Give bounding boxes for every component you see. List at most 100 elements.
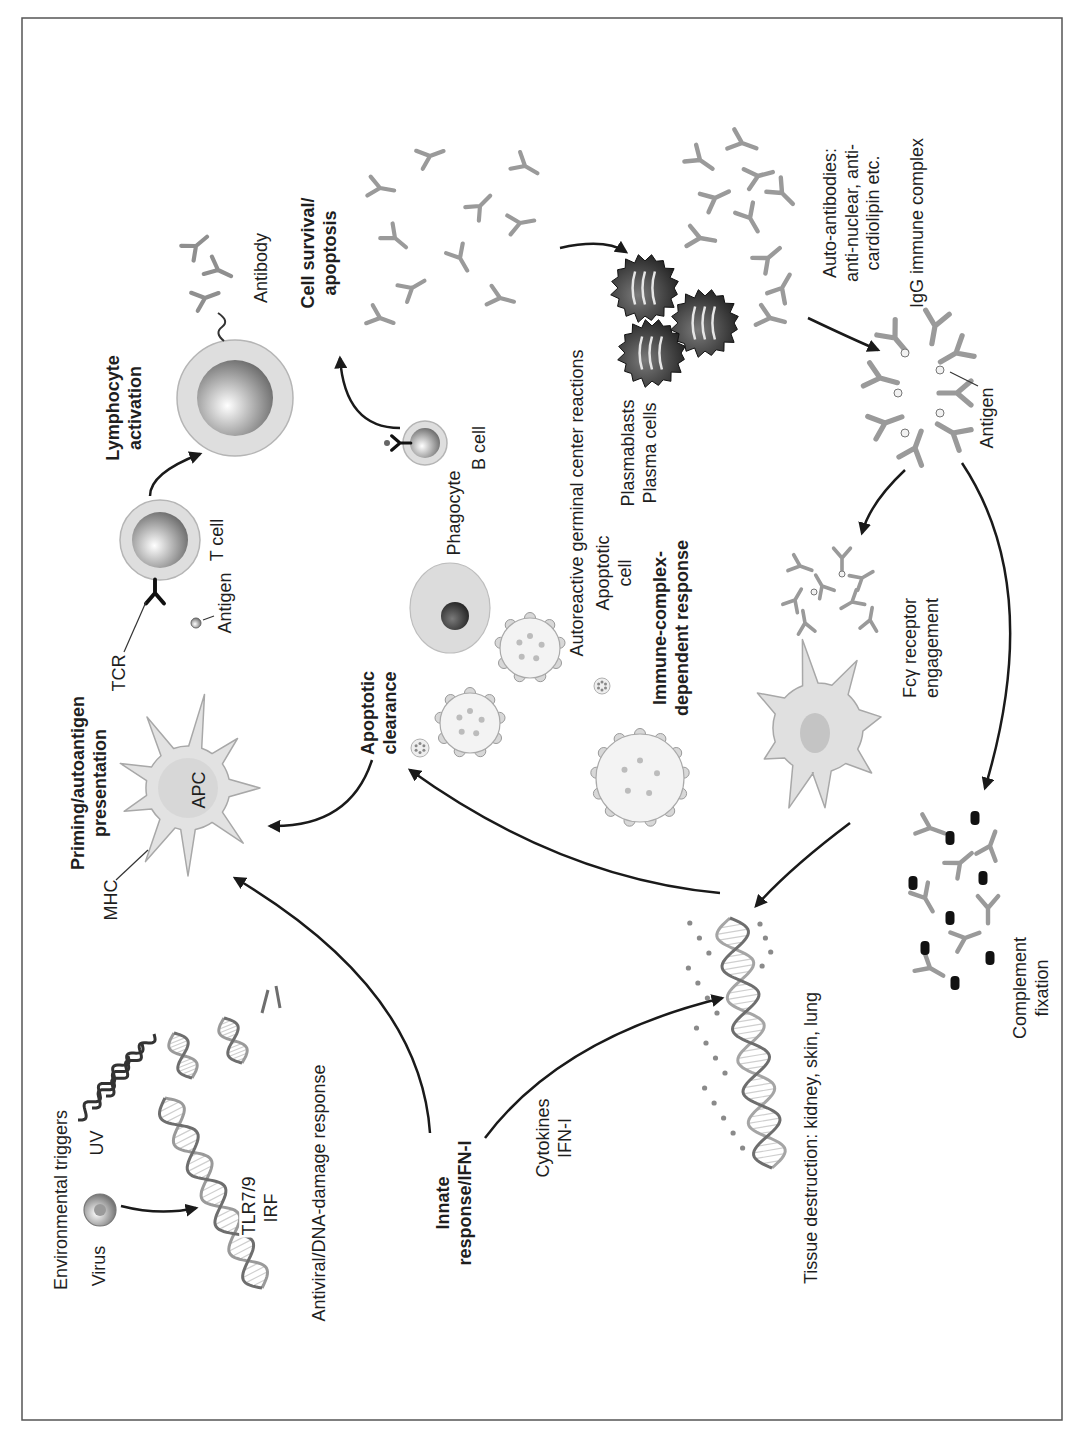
fragment-dot: [604, 687, 607, 690]
stage-heading: Immune-complex- dependent response: [650, 536, 693, 721]
dna-helix: [160, 1098, 268, 1288]
cytokine-dot: [686, 965, 691, 970]
antibody-stroke: [920, 310, 949, 346]
apoptotic-fragment: [594, 678, 610, 694]
antibody-stroke: [446, 244, 475, 276]
antibody-icon: [700, 182, 733, 212]
chromatin-fragment: [459, 729, 465, 735]
plasma-cell-er: [643, 272, 646, 305]
part-label: IgG immune complex: [907, 138, 929, 308]
fragment-dot: [419, 751, 422, 754]
antibody-icon: [752, 240, 786, 273]
apc-cell: [120, 694, 260, 876]
flow-arrow: [410, 770, 720, 893]
cytokine-dot: [722, 1070, 727, 1075]
helix-rungs: [219, 1019, 247, 1064]
antibody-icon: [877, 320, 916, 360]
chromatin-fragment: [527, 633, 533, 639]
antibody-stroke: [507, 211, 536, 234]
antibody-stroke: [416, 142, 447, 169]
part-label: IRF: [261, 1192, 283, 1225]
plasma-cell-body: [611, 255, 679, 323]
antibody-icon: [920, 310, 949, 346]
macrophage-cell: [757, 639, 881, 808]
antibody-stroke: [392, 436, 411, 450]
antibody-icon: [416, 142, 447, 169]
helix-strand: [219, 1018, 247, 1063]
figure-frame: [22, 18, 1062, 1420]
cytokine-dot: [697, 935, 702, 940]
cytokine-dot: [740, 1145, 745, 1150]
antibody-icon: [756, 305, 788, 332]
plasma-cell-er: [712, 307, 715, 340]
chromatin-fragment: [637, 757, 643, 763]
chromatin-fragment: [654, 770, 660, 776]
fragment-dot: [422, 744, 425, 747]
helix-strand: [174, 1033, 192, 1078]
stage-heading: Priming/autoantigen presentation: [68, 688, 111, 878]
cytokine-dot: [757, 921, 762, 926]
antibody-icon: [191, 284, 222, 311]
virus-icon: [84, 1194, 116, 1226]
note-label: Tissue destruction: kidney, skin, lung: [801, 992, 823, 1284]
cell-membrane: [177, 340, 293, 456]
plasma-cell-er: [693, 307, 696, 340]
part-label: T cell: [207, 519, 229, 562]
antibody-stroke: [191, 284, 222, 311]
antibody-icon: [767, 270, 798, 304]
part-label: Antigen: [215, 572, 237, 633]
fragment-dot: [419, 742, 422, 745]
cytokine-dot: [703, 1040, 708, 1045]
antibody-stroke: [465, 189, 497, 221]
virus-core: [94, 1204, 106, 1216]
antibody-stroke: [767, 270, 798, 304]
tissue-fibre: [717, 918, 785, 1168]
antibody-stroke: [684, 145, 718, 177]
cytokine-dot: [706, 950, 711, 955]
antibody-icon: [978, 896, 998, 923]
antibody-stroke: [899, 427, 932, 465]
helix-strand: [169, 1033, 197, 1078]
chromatin-fragment: [467, 708, 473, 714]
antibody-icon: [931, 414, 971, 451]
part-label: TCR: [109, 655, 131, 692]
cytokine-dot: [695, 980, 700, 985]
antigen-particle: [936, 409, 944, 417]
chromatin-fragment: [533, 655, 539, 661]
chromatin-fragment: [646, 790, 652, 796]
leader-line: [950, 372, 978, 386]
antibody-icon: [766, 177, 800, 211]
complement-protein: [946, 911, 955, 925]
apoptotic-body: [596, 734, 684, 822]
fragment-outline: [594, 678, 610, 694]
tcr-receptor: [146, 580, 164, 604]
plasma-cell-er: [652, 272, 655, 305]
antibody-icon: [849, 564, 877, 590]
antibody-icon: [915, 953, 949, 984]
flow-arrow: [962, 463, 1010, 788]
antibody-icon: [507, 211, 536, 234]
antibody-stroke: [915, 814, 948, 842]
cytokine-dot: [687, 920, 692, 925]
part-label: MHC: [101, 880, 123, 921]
antibody-icon: [181, 229, 213, 260]
antibody-icon: [511, 152, 543, 181]
antibody-stroke: [511, 152, 543, 181]
antibody-icon: [834, 548, 851, 570]
dna-fragment: [219, 1018, 247, 1063]
antibody-icon: [915, 814, 948, 842]
plasma-cell-er: [703, 307, 706, 340]
macrophage-nucleus: [800, 713, 830, 753]
part-label: Apoptotic cell: [593, 531, 636, 616]
plasma-cell-er: [640, 337, 643, 370]
flow-arrow: [808, 318, 878, 350]
antibody-stroke: [976, 828, 1004, 861]
note-label: Auto-antibodies: anti-nuclear, anti-card…: [820, 143, 885, 283]
complement-protein: [971, 811, 980, 825]
plasma-cell-er: [650, 337, 653, 370]
antibody-stroke: [860, 606, 880, 631]
complement-protein: [921, 941, 930, 955]
antibody-icon: [863, 363, 900, 394]
immune-complex: [863, 310, 974, 465]
antibody-icon: [366, 305, 397, 332]
